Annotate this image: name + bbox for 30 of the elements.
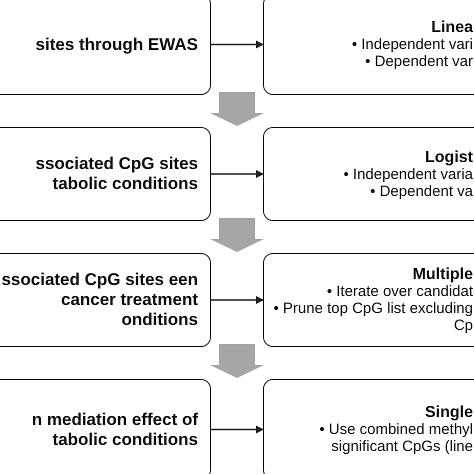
step-box [0,379,211,474]
step-box [0,127,211,221]
method-box [263,253,474,347]
method-title: Linea [430,19,473,36]
method-box [263,0,474,95]
method-title: Single [424,404,473,421]
bullet-text: • Dependent var [364,53,473,70]
bullet-text: • Prune top CpG list excluding Cp [272,300,473,334]
arrow [211,40,264,48]
step-text: n mediation effect of tabolic conditions [30,410,198,450]
step-text: ssociated CpG sites een cancer treatment onditions [0,270,198,330]
bullet-text: • Independent vari [350,36,473,53]
block-arrow [210,218,264,252]
method-title: Logist [424,148,473,166]
step-text: sites through EWAS [34,34,198,54]
bullet-text: • Use combined methyl significant CpGs (line [318,421,473,455]
step-box [0,253,211,347]
method-box [263,379,474,474]
bullet-text: • Dependent va [369,182,473,200]
step-text: ssociated CpG sites tabolic conditions [34,154,198,194]
step-box [0,0,211,95]
arrow [211,296,264,304]
method-title: Multiple [412,266,473,283]
arrow [211,426,264,434]
method-box [263,127,474,221]
bullet-text: • Independent varia [342,166,473,182]
arrow [211,170,264,178]
block-arrow [210,344,264,378]
bullet-text: • Iterate over candidat [326,283,473,300]
block-arrow [210,92,264,126]
